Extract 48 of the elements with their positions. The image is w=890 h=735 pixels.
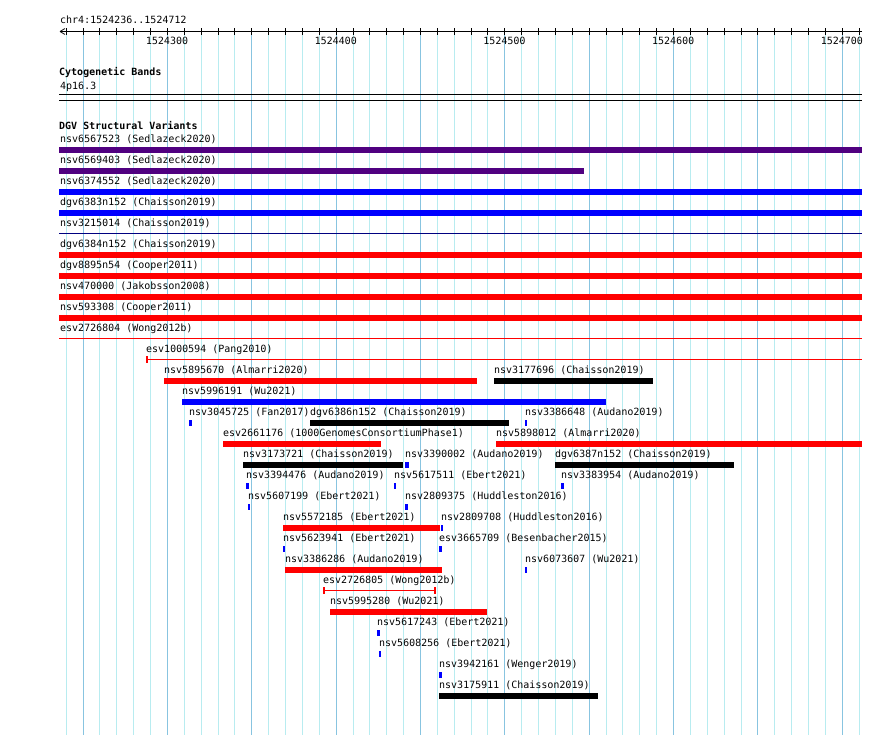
variant-label: nsv2809375 (Huddleston2016) bbox=[405, 491, 568, 503]
variant-label: nsv3177696 (Chaisson2019) bbox=[494, 365, 645, 377]
variant-label: nsv5995280 (Wu2021) bbox=[330, 596, 444, 608]
tick-label: 1524300 bbox=[146, 36, 188, 48]
track-heading: Cytogenetic Bands bbox=[59, 67, 162, 79]
variant-label: nsv3045725 (Fan2017) bbox=[189, 407, 310, 419]
variant-label: nsv5623941 (Ebert2021) bbox=[283, 533, 416, 545]
variant-label: nsv3386286 (Audano2019) bbox=[285, 554, 424, 566]
variant-label: nsv5617243 (Ebert2021) bbox=[377, 617, 510, 629]
variant-label: nsv3175911 (Chaisson2019) bbox=[439, 680, 590, 692]
variant-label: dgv8895n54 (Cooper2011) bbox=[60, 260, 198, 272]
variant-label: nsv3173721 (Chaisson2019) bbox=[243, 449, 394, 461]
variant-label: nsv3390002 (Audano2019) bbox=[405, 449, 544, 461]
variant-label: nsv3383954 (Audano2019) bbox=[561, 470, 700, 482]
variant-label: dgv6384n152 (Chaisson2019) bbox=[60, 239, 217, 251]
variant-label: esv3665709 (Besenbacher2015) bbox=[439, 533, 608, 545]
variant-label: nsv470000 (Jakobsson2008) bbox=[60, 281, 211, 293]
track-heading: DGV Structural Variants bbox=[59, 121, 198, 133]
variant-label: nsv3215014 (Chaisson2019) bbox=[60, 218, 211, 230]
variant-label: dgv6383n152 (Chaisson2019) bbox=[60, 197, 217, 209]
variant-label: dgv6387n152 (Chaisson2019) bbox=[555, 449, 712, 461]
variant-label: nsv5607199 (Ebert2021) bbox=[248, 491, 380, 503]
variant-label: nsv5895670 (Almarri2020) bbox=[164, 365, 308, 377]
variant-label: esv2726805 (Wong2012b) bbox=[323, 575, 456, 587]
band-label: 4p16.3 bbox=[60, 81, 96, 93]
tick-label: 1524400 bbox=[314, 36, 357, 48]
variant-label: esv2661176 (1000GenomesConsortiumPhase1) bbox=[223, 428, 464, 440]
variant-label: nsv6073607 (Wu2021) bbox=[525, 554, 640, 566]
tick-label: 1524500 bbox=[483, 36, 526, 48]
variant-label: nsv2809708 (Huddleston2016) bbox=[441, 512, 604, 524]
variant-label: nsv5996191 (Wu2021) bbox=[182, 386, 296, 398]
tick-label: 1524700 bbox=[820, 36, 863, 48]
variant-label: nsv6569403 (Sedlazeck2020) bbox=[60, 155, 217, 167]
variant-label: dgv6386n152 (Chaisson2019) bbox=[310, 407, 467, 419]
variant-label: nsv6567523 (Sedlazeck2020) bbox=[60, 134, 217, 146]
variant-label: esv2726804 (Wong2012b) bbox=[60, 323, 192, 335]
variant-label: nsv5617511 (Ebert2021) bbox=[394, 470, 526, 482]
variant-label: nsv5608256 (Ebert2021) bbox=[379, 638, 512, 650]
location-label: chr4:1524236..1524712 bbox=[60, 15, 186, 27]
variant-label: esv1000594 (Pang2010) bbox=[146, 344, 272, 356]
variant-label: nsv5898012 (Almarri2020) bbox=[496, 428, 640, 440]
variant-label: nsv593308 (Cooper2011) bbox=[60, 302, 192, 314]
variant-label: nsv3386648 (Audano2019) bbox=[525, 407, 664, 419]
variant-label: nsv3942161 (Wenger2019) bbox=[439, 659, 578, 671]
variant-label: nsv6374552 (Sedlazeck2020) bbox=[60, 176, 217, 188]
variant-label: nsv5572185 (Ebert2021) bbox=[283, 512, 416, 524]
variant-label: nsv3394476 (Audano2019) bbox=[246, 470, 384, 482]
tick-label: 1524600 bbox=[652, 36, 694, 48]
